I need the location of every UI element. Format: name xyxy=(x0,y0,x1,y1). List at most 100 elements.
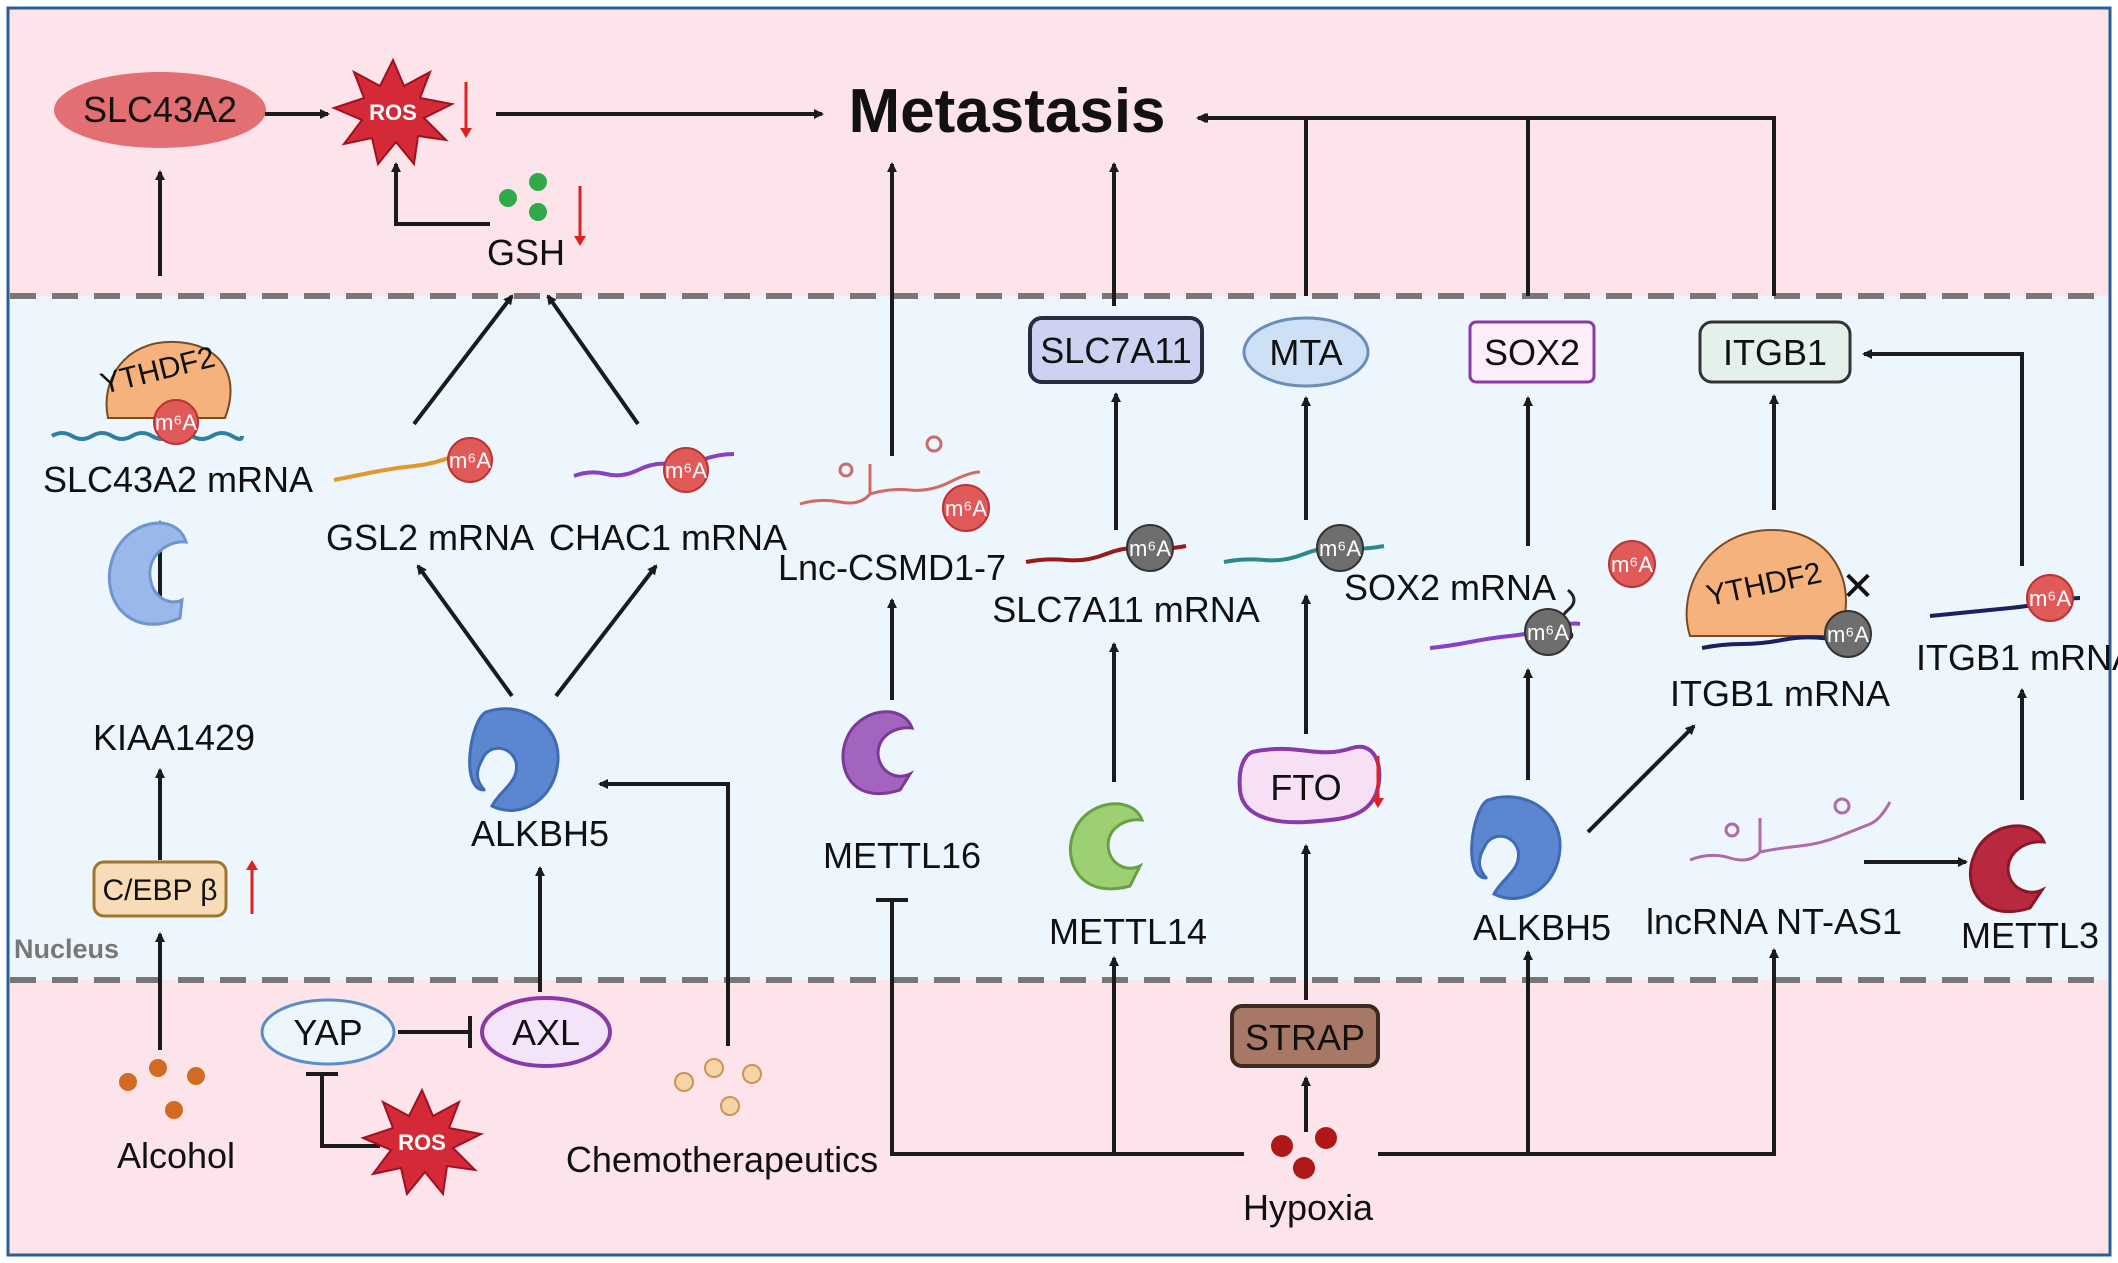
mta-label: MTA xyxy=(1269,332,1342,373)
arrow-gsl2-gsh xyxy=(412,294,514,426)
mettl16-label: METTL16 xyxy=(823,835,981,876)
m6a-label: m⁶A xyxy=(1527,620,1569,645)
ythdf2-reader-left xyxy=(105,340,232,419)
fto-label: FTO xyxy=(1270,767,1341,808)
arrow-alkbh5-itgb1mrna xyxy=(1586,724,1696,834)
itgb1-label: ITGB1 xyxy=(1723,332,1827,373)
slc7a11-label: SLC7A11 xyxy=(1040,330,1191,371)
inhibit-hypoxia-mettl16 xyxy=(890,900,1244,1156)
nucleus-region xyxy=(10,296,2108,980)
arrow-itgb1-metastasis xyxy=(1196,113,1776,296)
m6a-mark-gray xyxy=(1316,524,1364,572)
axl-label: AXL xyxy=(512,1012,580,1053)
oxygen-dot xyxy=(1315,1127,1337,1149)
strap-box xyxy=(1230,1004,1380,1068)
alcohol-dot xyxy=(149,1059,167,1077)
slc43a2-label: SLC43A2 xyxy=(83,89,237,130)
m6a-label: m⁶A xyxy=(665,458,707,483)
oxygen-dot xyxy=(1271,1135,1293,1157)
block-x-icon: ✕ xyxy=(1841,565,1875,609)
slc7a11-box xyxy=(1028,316,1204,384)
ros-label-bottom: ROS xyxy=(398,1130,446,1155)
lnc-csmd1-structure xyxy=(799,464,981,506)
lnc-loop xyxy=(1724,822,1740,838)
slc43a2-protein xyxy=(54,72,266,148)
itgb1-box xyxy=(1698,320,1852,384)
lncrna-nt-label: lncRNA NT-AS1 xyxy=(1646,901,1902,942)
chemo-dot xyxy=(674,1072,694,1092)
fto-protein xyxy=(1237,744,1382,825)
alkbh5-protein-right xyxy=(1470,795,1562,900)
gsh-dot xyxy=(529,173,547,191)
chac1-mrna-label: CHAC1 mRNA xyxy=(549,517,787,558)
alcohol-dot xyxy=(165,1101,183,1119)
mettl16-protein xyxy=(841,710,915,796)
ros-burst-top xyxy=(331,57,456,167)
mta-node xyxy=(1242,316,1370,388)
arrow-alkbh5-chac1 xyxy=(554,564,658,698)
m6a-label: m⁶A xyxy=(1827,622,1869,647)
chemo-dot xyxy=(720,1096,740,1116)
arrow-hypoxia-lncrna xyxy=(1528,948,1779,1156)
kiaa1429-label: KIAA1429 xyxy=(93,717,255,758)
itgb1-mrna-label-b: ITGB1 mRNA xyxy=(1916,637,2118,678)
m6a-mark-gray xyxy=(1824,610,1872,658)
sox2-label: SOX2 xyxy=(1484,332,1580,373)
alcohol-label: Alcohol xyxy=(117,1135,235,1176)
axl-node xyxy=(480,996,612,1068)
chemo-dot xyxy=(742,1064,762,1084)
lnc-loop xyxy=(925,435,943,453)
gsl2-mrna-label: GSL2 mRNA xyxy=(326,517,534,558)
sox2-box xyxy=(1468,320,1596,384)
mettl3-label: METTL3 xyxy=(1961,915,2099,956)
gsh-label: GSH xyxy=(487,232,565,273)
m6a-label: m⁶A xyxy=(1319,536,1361,561)
title-metastasis: Metastasis xyxy=(848,77,1165,146)
arrow-itgb1mrna-b-itgb1 xyxy=(1862,349,2024,566)
slc43a2-mrna-strand xyxy=(50,431,244,441)
sox2-mrna-label: SOX2 mRNA xyxy=(1344,567,1556,608)
alkbh5-protein-left xyxy=(468,707,560,812)
yap-label: YAP xyxy=(293,1012,362,1053)
m6a-mark xyxy=(153,399,199,445)
nucleus-label: Nucleus xyxy=(14,934,119,964)
oxygen-dot xyxy=(1293,1157,1315,1179)
mettl3-protein xyxy=(1969,824,2047,914)
itgb1-mrna-label-a: ITGB1 mRNA xyxy=(1670,673,1890,714)
alcohol-dot xyxy=(187,1067,205,1085)
m6a-label: m⁶A xyxy=(155,410,197,435)
m6a-mark xyxy=(2026,574,2074,622)
lnc-loop xyxy=(838,462,854,478)
alkbh5-label-right: ALKBH5 xyxy=(1473,907,1611,948)
m6a-label: m⁶A xyxy=(1129,536,1171,561)
m6a-mark xyxy=(942,484,990,532)
gsh-dot xyxy=(529,203,547,221)
ros-burst-bottom xyxy=(360,1087,485,1197)
m6a-mark xyxy=(1608,540,1656,588)
inhibit-ros-yap xyxy=(320,1074,380,1148)
lnc-csmd1-label: Lnc-CSMD1-7 xyxy=(778,547,1006,588)
m6a-label: m⁶A xyxy=(449,448,491,473)
arrow-chemo-alkbh5 xyxy=(598,779,730,1046)
cebp-box xyxy=(92,860,228,918)
arrow-gsh-ros xyxy=(391,162,490,226)
ythdf2-reader-right xyxy=(1685,528,1847,637)
m6a-mark-gray xyxy=(1126,524,1174,572)
strap-label: STRAP xyxy=(1245,1017,1365,1058)
hypoxia-label: Hypoxia xyxy=(1243,1187,1374,1228)
lncrna-nt-structure xyxy=(1689,801,1892,862)
cebp-label: C/EBP β xyxy=(102,874,217,907)
arrow-alkbh5-gsl2 xyxy=(416,564,514,698)
m6a-label: m⁶A xyxy=(2029,586,2071,611)
ros-label-top: ROS xyxy=(369,100,417,125)
lnc-loop xyxy=(1833,797,1851,815)
yap-node xyxy=(260,998,396,1066)
mettl14-protein xyxy=(1069,802,1145,891)
mettl14-label: METTL14 xyxy=(1049,911,1207,952)
arrow-chac1-gsh xyxy=(546,294,640,426)
slc7a11-mrna-label: SLC7A11 mRNA xyxy=(992,589,1259,630)
alkbh5-label-left: ALKBH5 xyxy=(471,813,609,854)
gsh-dot xyxy=(499,189,517,207)
